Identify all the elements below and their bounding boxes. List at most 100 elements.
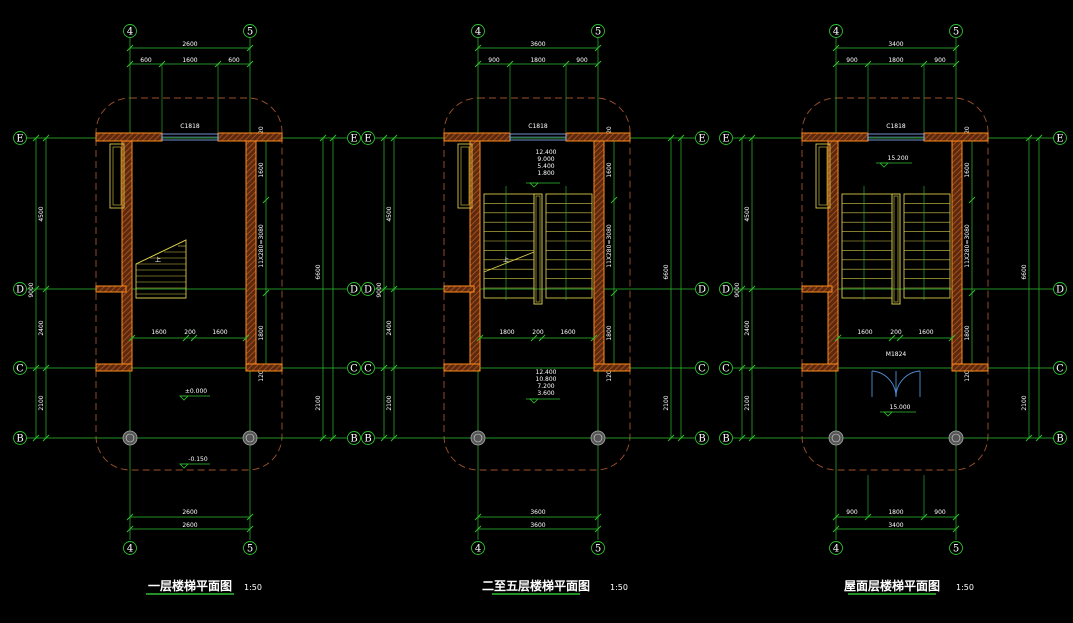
stair-well-inner (535, 195, 541, 303)
dim-tick (380, 364, 388, 372)
plan-scale: 1:50 (244, 583, 262, 592)
axis-5-bottom-circle (591, 541, 605, 555)
right-dim-4: 120 (606, 370, 613, 382)
dim-tick (128, 334, 136, 342)
axis-4-bottom-label: 4 (475, 544, 481, 555)
axis-4-bottom-label: 4 (127, 544, 133, 555)
right-dim-top: 120 (258, 126, 265, 138)
stair-up-label: 上 (503, 256, 509, 264)
right-bottom: 2100 (1021, 395, 1028, 410)
axis-E-right-label: E (1056, 134, 1063, 145)
axis-D-right-label: D (1056, 285, 1064, 296)
left-dim-3: 2100 (386, 395, 393, 410)
axis-B-right-circle (1053, 431, 1067, 445)
dim-tick (126, 60, 134, 68)
axis-D-left-circle (719, 282, 733, 296)
dim-tick (390, 364, 398, 372)
dim-tick (610, 289, 618, 297)
axis-5-bottom-circle (243, 541, 257, 555)
column-inner-0 (831, 433, 841, 443)
plan-scale: 1:50 (610, 583, 628, 592)
stair-well (891, 193, 901, 305)
axis-C-left-label: C (16, 364, 24, 375)
dim-tick (738, 134, 746, 142)
axis-5-bottom-label: 5 (247, 544, 253, 555)
wall-top-left (95, 132, 163, 142)
left-total: 9000 (376, 282, 383, 297)
bottom-dim-1: 2600 (182, 509, 197, 516)
axis-D-left-circle (361, 282, 375, 296)
column-1 (242, 430, 258, 446)
left-dim-3: 2100 (744, 395, 751, 410)
top-total: 3600 (530, 41, 545, 48)
dim-tick (262, 196, 270, 204)
stair-break-line (483, 251, 535, 273)
window-tag: C1818 (180, 123, 200, 130)
right-dim-2: 11X280=3080 (258, 224, 265, 268)
axis-4-top-label: 4 (833, 27, 839, 38)
window-tag: C1818 (886, 123, 906, 130)
level-roof: 15.000 (890, 404, 911, 411)
dim-tick (538, 334, 546, 342)
axis-E-left-circle (719, 131, 733, 145)
dim-tick (262, 289, 270, 297)
axis-E-right-label: E (350, 134, 357, 145)
dim-tick (246, 525, 254, 533)
axis-C-right-circle (347, 361, 361, 375)
level-bottom-3: 3.600 (537, 390, 554, 397)
top-part-1: 600 (140, 57, 152, 64)
axis-B-right-label: B (1056, 434, 1063, 445)
axis-4-bottom-circle (829, 541, 843, 555)
dim-tick (677, 434, 685, 442)
axis-4-top-label: 4 (475, 27, 481, 38)
dim-tick (42, 134, 50, 142)
dim-tick (182, 334, 190, 342)
dim-tick (968, 289, 976, 297)
axis-B-left-circle (13, 431, 27, 445)
bottom-part-2: 1800 (888, 509, 903, 516)
column-inner-0 (473, 433, 483, 443)
column-inner-1 (951, 433, 961, 443)
wall-top-left (801, 132, 869, 142)
dim-tick (594, 513, 602, 521)
column-inner-0 (125, 433, 135, 443)
wall-right (951, 137, 963, 371)
dim-tick (42, 364, 50, 372)
dim-tick (474, 60, 482, 68)
column-1 (948, 430, 964, 446)
wall-bottom-right (951, 363, 989, 372)
column-0 (122, 430, 138, 446)
right-total: 6600 (315, 264, 322, 279)
niche-inner (112, 146, 122, 206)
axis-C-right-label: C (350, 364, 358, 375)
axis-4-top-circle (471, 24, 485, 38)
plan-scale: 1:50 (956, 583, 974, 592)
column-inner-1 (245, 433, 255, 443)
axis-C-left-label: C (364, 364, 372, 375)
bottom-dim-2: 3600 (530, 522, 545, 529)
right-dim-2: 11X280=3080 (964, 224, 971, 268)
column-inner-1 (593, 433, 603, 443)
stair-flight-right (545, 193, 593, 299)
top-part-3: 900 (934, 57, 946, 64)
axis-B-left-label: B (364, 434, 371, 445)
axis-D-left-circle (13, 282, 27, 296)
door-leaf-right (895, 370, 921, 398)
column-0 (828, 430, 844, 446)
top-part-2: 1800 (888, 57, 903, 64)
dim-tick (190, 334, 198, 342)
stair-up-label: 上 (155, 256, 161, 264)
axis-D-left-label: D (722, 285, 730, 296)
right-dim-1: 1600 (964, 162, 971, 177)
axis-B-left-circle (719, 431, 733, 445)
dim-tick (474, 44, 482, 52)
dim-tick (1025, 434, 1033, 442)
axis-5-bottom-circle (949, 541, 963, 555)
axis-B-right-label: B (698, 434, 705, 445)
dim-tick (738, 285, 746, 293)
wall-bottom-right (593, 363, 631, 372)
axis-C-left-circle (361, 361, 375, 375)
dim-tick (948, 334, 956, 342)
axis-C-left-label: C (722, 364, 730, 375)
